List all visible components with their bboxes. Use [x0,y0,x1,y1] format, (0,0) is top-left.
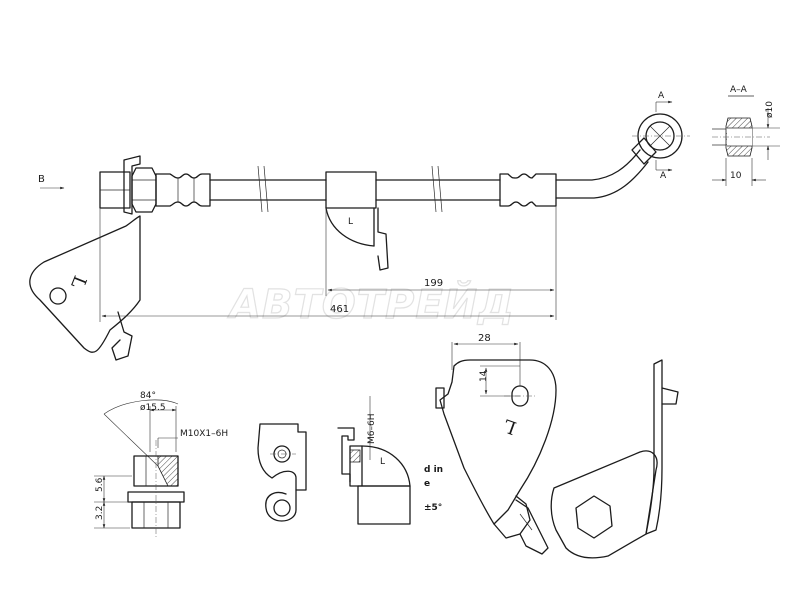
sleeve-arc [361,445,411,487]
watermark: АВТОТРЕЙД [227,280,515,328]
bracket-detail-letter: L [501,414,519,438]
section-arrow-upper: A [658,91,665,101]
sleeve-hook [337,427,355,483]
dim-nut-thread: M10X1–6H [180,429,228,439]
left-bracket-tab [111,311,133,361]
dim-section-width: 10 [730,171,742,181]
bracket-detail: 28 14 L [435,333,557,555]
section-a-a: A–A ø10 10 [712,85,780,186]
bracket-plate [439,359,557,525]
dim-slot-height: 14 [479,370,489,382]
note-line-3: ±5° [424,503,442,513]
dim-overall-length: 461 [330,304,349,315]
center-bracket-hook [377,207,389,271]
dim-clip-thread: M6–6H [367,414,377,445]
left-spring-clip [123,155,141,215]
clip-body [257,423,307,491]
left-bracket-hole [49,287,67,305]
nut-detail: 84° ø15.5 M10X1–6H 5.6 3.2 [94,391,228,538]
center-bracket-letter: L [348,217,353,227]
dim-center-to-end: 199 [424,278,443,289]
bracket-base-plate [550,450,658,559]
sleeve-body [349,445,363,487]
dim-nut-lower: 3.2 [95,506,105,520]
bracket-perspective [550,359,679,559]
bracket-letter: L [66,272,90,291]
sleeve-letter: L [380,457,385,467]
bracket-vertical-plate [645,359,663,535]
nut-hex-bottom [131,501,181,529]
clip-hook [265,489,297,522]
clip-detail [257,423,307,522]
note-line-1: d in [424,465,443,475]
sleeve-detail: L M6–6H d in e ±5° [337,396,443,525]
note-line-2: e [424,479,430,489]
section-arrow-lower: A [660,171,667,181]
main-hose-view: B L L [29,91,690,361]
section-title: A–A [730,85,748,95]
sleeve-tube [357,485,411,525]
direction-label: B [38,174,45,185]
dim-section-diameter: ø10 [765,101,775,118]
steel-pipe [555,149,641,181]
dim-nut-diameter: ø15.5 [140,403,166,413]
center-sleeve [325,171,377,209]
dim-bracket-width: 28 [478,333,491,344]
left-crimp [155,173,211,207]
left-hex-nut [131,167,157,213]
bracket-hex-hole [575,495,613,539]
dim-nut-upper: 5.6 [95,477,105,492]
right-crimp [499,173,557,207]
center-bracket-arc [325,207,375,247]
dim-nut-angle: 84° [140,391,156,401]
